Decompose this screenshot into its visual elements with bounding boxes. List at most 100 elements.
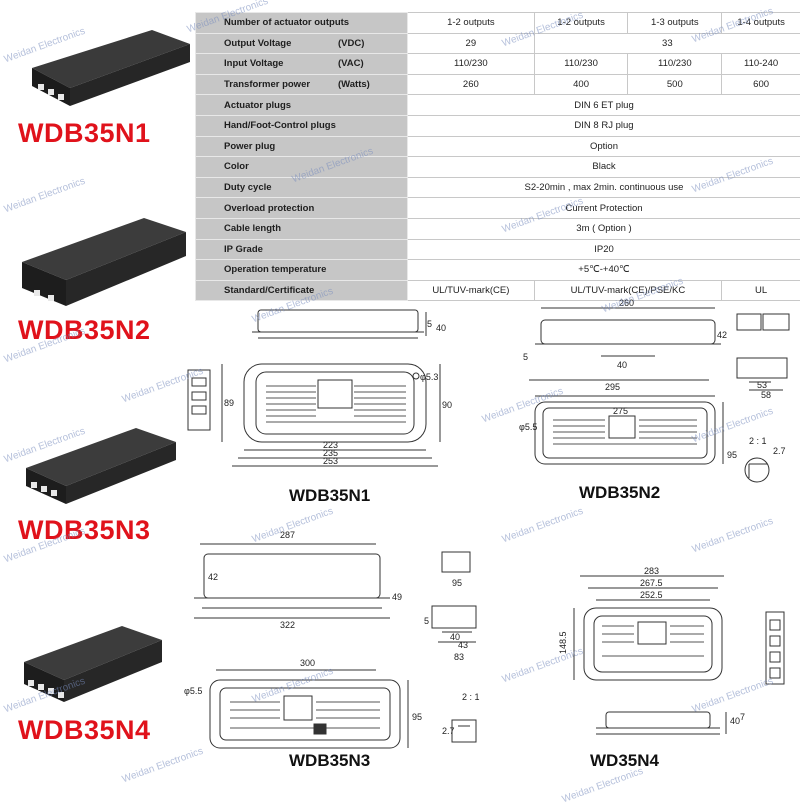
watermark-text: Weidan Electronics — [691, 516, 775, 556]
watermark-text: Weidan Electronics — [501, 506, 585, 546]
spec-cell: 1-2 outputs — [408, 13, 535, 34]
spec-label-text: Operation temperature — [224, 264, 326, 275]
dim-n2-5: 5 — [523, 352, 528, 362]
dim-n1-40: 40 — [436, 323, 446, 333]
product-label-wdb35n1: WDB35N1 — [18, 118, 151, 149]
spec-cell: DIN 6 ET plug — [408, 95, 800, 116]
spec-label-text: Overload protection — [224, 203, 314, 214]
spec-row: Duty cycle S2-20min , max 2min. continuou… — [196, 177, 800, 198]
spec-label-text: Power plug — [224, 141, 275, 152]
dim-n2-58: 58 — [761, 390, 771, 400]
dim-n2-53: 53 — [757, 380, 767, 390]
spec-label-text: Duty cycle — [224, 182, 272, 193]
spec-cell: 110/230 — [534, 54, 628, 75]
product-photo-wdb35n1 — [22, 10, 197, 115]
dim-n3-49: 49 — [392, 592, 402, 602]
spec-unit-text: (VAC) — [338, 58, 364, 69]
spec-row-label: Overload protection — [196, 198, 408, 219]
dim-n2-260: 260 — [619, 298, 634, 308]
dim-n3-322: 322 — [280, 620, 295, 630]
spec-cell: 110-240 — [722, 54, 800, 75]
dim-n1-253: 253 — [323, 456, 338, 466]
dim-n1-89: 89 — [224, 398, 234, 408]
spec-row-label: Actuator plugs — [196, 95, 408, 116]
spec-row-label: Standard/Certificate — [196, 280, 408, 301]
spec-cell: S2-20min , max 2min. continuous use — [408, 177, 800, 198]
spec-label-text: Number of actuator outputs — [224, 17, 349, 28]
spec-label-text: IP Grade — [224, 244, 263, 255]
spec-row-label: Power plug — [196, 136, 408, 157]
dim-n4-267-5: 267.5 — [640, 578, 663, 588]
spec-row: Overload protection Current Protection — [196, 198, 800, 219]
spec-row-label: Number of actuator outputs — [196, 13, 408, 34]
spec-cell: 500 — [628, 74, 722, 95]
dim-n3-43: 43 — [458, 640, 468, 650]
dim-n4-252-5: 252.5 — [640, 590, 663, 600]
dim-n3-95: 95 — [412, 712, 422, 722]
drawing-caption-wdb35n1: WDB35N1 — [289, 486, 370, 506]
drawing-wdb35n2: 260 42 5 40 53 58 295 275 φ5.5 95 2 : 1 … — [505, 298, 800, 488]
drawing-wdb35n3: 287 42 49 95 322 5 40 43 83 300 φ5.5 95 … — [180, 520, 500, 755]
product-label-wdb35n4: WDB35N4 — [18, 715, 151, 746]
spec-row-label: IP Grade — [196, 239, 408, 260]
dim-n4-283: 283 — [644, 566, 659, 576]
spec-label-text: Output Voltage — [224, 38, 291, 49]
spec-cell: +5℃-+40℃ — [408, 260, 800, 281]
dim-n2-40: 40 — [617, 360, 627, 370]
dim-n1-hole: φ5.3 — [420, 372, 438, 382]
spec-row: Color Black — [196, 157, 800, 178]
spec-unit-text: (VDC) — [338, 38, 364, 49]
dim-n2-scale: 2 : 1 — [749, 436, 767, 446]
product-photo-wdb35n3 — [18, 420, 183, 515]
spec-cell: 1-2 outputs — [534, 13, 628, 34]
dim-n2-2-7: 2.7 — [773, 446, 786, 456]
spec-row-label: Transformer power (Watts) — [196, 74, 408, 95]
spec-cell: 110/230 — [408, 54, 535, 75]
drawing-wd35n4: 283 267.5 252.5 148.5 40 7 — [540, 560, 800, 750]
spec-cell: Current Protection — [408, 198, 800, 219]
dim-n3-scale: 2 : 1 — [462, 692, 480, 702]
product-label-wdb35n3: WDB35N3 — [18, 515, 151, 546]
spec-unit-text: (Watts) — [338, 79, 370, 90]
spec-cell: DIN 8 RJ plug — [408, 115, 800, 136]
dim-n3-42: 42 — [208, 572, 218, 582]
spec-cell: Black — [408, 157, 800, 178]
spec-cell: 600 — [722, 74, 800, 95]
product-photo-wdb35n4 — [18, 618, 168, 718]
drawing-wdb35n1: 5 40 89 φ5.3 90 223 235 253 — [180, 300, 470, 480]
spec-cell: Option — [408, 136, 800, 157]
dim-n1-90: 90 — [442, 400, 452, 410]
drawing-caption-wd35n4: WD35N4 — [590, 751, 659, 771]
dim-n3-95-top: 95 — [452, 578, 462, 588]
product-photo-wdb35n2 — [14, 210, 194, 315]
dim-n4-7: 7 — [740, 712, 745, 722]
spec-cell: 29 — [408, 33, 535, 54]
spec-row-label: Duty cycle — [196, 177, 408, 198]
dim-n3-5: 5 — [424, 616, 429, 626]
dim-n4-148-5: 148.5 — [558, 631, 568, 654]
spec-cell: 400 — [534, 74, 628, 95]
spec-row-label: Output Voltage (VDC) — [196, 33, 408, 54]
dim-n3-83: 83 — [454, 652, 464, 662]
dim-n3-hole: φ5.5 — [184, 686, 202, 696]
spec-cell: 1-3 outputs — [628, 13, 722, 34]
dim-n3-2-7: 2.7 — [442, 726, 455, 736]
dim-n1-5: 5 — [427, 319, 432, 329]
spec-cell: 1-4 outputs — [722, 13, 800, 34]
dim-n2-95: 95 — [727, 450, 737, 460]
dim-n2-hole: φ5.5 — [519, 422, 537, 432]
spec-cell: 3m ( Option ) — [408, 218, 800, 239]
spec-label-text: Transformer power — [224, 79, 310, 90]
spec-label-text: Color — [224, 161, 249, 172]
spec-row-label: Hand/Foot-Control plugs — [196, 115, 408, 136]
dim-n2-295: 295 — [605, 382, 620, 392]
spec-row: Power plug Option — [196, 136, 800, 157]
dim-n2-275: 275 — [613, 406, 628, 416]
